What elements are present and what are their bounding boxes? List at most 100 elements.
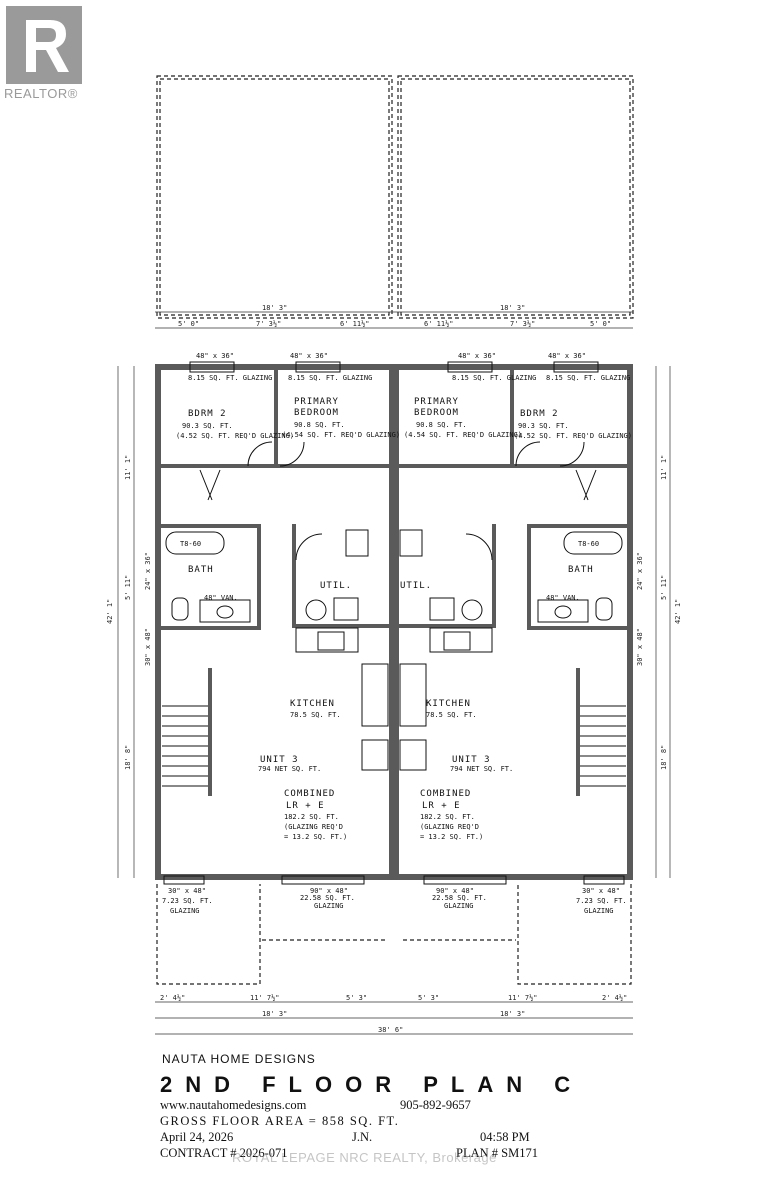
req1-lr-left: (GLAZING REQ'D [284,823,343,831]
dim-right-lower: 18' 8" [660,745,668,770]
room-bath-left: BATH [188,565,214,575]
dim-top-left-seg-3: 6' 11½" [340,320,370,328]
dim-top-right-seg-2: 7' 3½" [510,320,535,328]
range-left [317,631,345,651]
closet-bifold-right [575,469,597,501]
fridge-right [399,739,427,771]
room-bdrm2-right: BDRM 2 [520,409,559,419]
glazing-primary-right: 8.15 SQ. FT. GLAZING [452,374,536,382]
door-util-right [465,533,493,561]
garage-inner-right [400,78,631,316]
dim-bottom-right-each: 18' 3" [500,1010,525,1018]
room-lr2-right: LR + E [422,801,461,811]
area-kitchen-right: 78.5 SQ. FT. [426,711,477,719]
garage-inner-left [159,78,390,316]
wall-bath-side-left [257,524,261,630]
wall-right [627,364,633,880]
counter-left [295,627,359,653]
vanity-right [537,599,589,623]
dim-left-overall: 42' 1" [106,599,114,624]
win-label-bottom-3: GLAZING [444,902,474,910]
realtor-r-icon [26,20,69,72]
wall-bath-bottom-right [527,626,627,630]
water-heater-right [461,599,483,621]
win-area-bottom-3: 22.58 SQ. FT. [432,894,487,902]
counter-side-right [399,663,427,727]
dim-bottom-left-seg-3: 5' 3" [346,994,367,1002]
gross-floor-area: GROSS FLOOR AREA = 858 SQ. FT. [160,1114,400,1128]
room-primary1-left: PRIMARY [294,397,339,407]
area-bdrm2-right: 90.3 SQ. FT. [518,422,569,430]
room-bdrm2-left: BDRM 2 [188,409,227,419]
garage-outline-right [397,75,634,319]
drawing-date: April 24, 2026 [160,1130,234,1144]
dim-right-overall: 42' 1" [674,599,682,624]
sink-left [216,605,234,619]
wall-bath-top-left [161,524,261,528]
wall-util-right [492,524,496,628]
dim-top-left-seg-2: 7' 3½" [256,320,281,328]
window-bottom-3 [423,875,507,885]
counter-side-left [361,663,389,727]
wall-stair-right [576,668,580,796]
req1-lr-right: (GLAZING REQ'D [420,823,479,831]
drafter-initials: J.N. [352,1130,373,1144]
range-right [443,631,471,651]
room-primary2-left: BEDROOM [294,408,339,418]
room-kitchen-left: KITCHEN [290,699,335,709]
dim-top-left-seg-1: 5' 0" [178,320,199,328]
window-top-2 [295,361,341,373]
bathtub-right [563,531,623,555]
party-wall [389,364,399,880]
stairs-left [162,705,208,787]
glazing-bdrm2-left: 8.15 SQ. FT. GLAZING [188,374,272,382]
counter-right [429,627,493,653]
drawing-title: 2ND FLOOR PLAN C [160,1072,584,1097]
win-size-bottom-4: 30" x 48" [582,887,620,895]
wall-stair-left [208,668,212,796]
dim-bottom-right-seg-3: 2' 4½" [602,994,627,1002]
req-bdrm2-left: (4.52 SQ. FT. REQ'D GLAZING) [176,432,294,440]
closet-bifold-left [199,469,221,501]
tub-label-right: T8-60 [578,540,599,548]
req2-lr-right: = 13.2 SQ. FT.) [420,833,483,841]
dim-bottom-total: 38' 6" [378,1026,403,1034]
area-bdrm2-left: 90.3 SQ. FT. [182,422,233,430]
dim-top-left-overall: 18' 3" [262,304,287,312]
win-area-bottom-4: 7.23 SQ. FT. [576,897,627,905]
glazing-bdrm2-right: 8.15 SQ. FT. GLAZING [546,374,630,382]
wall-left [155,364,161,880]
area-lr-left: 182.2 SQ. FT. [284,813,339,821]
dim-right-mid: 5' 11" [660,575,668,600]
window-top-3 [447,361,493,373]
win-size-bottom-1: 30" x 48" [168,887,206,895]
vanity-left [199,599,251,623]
door-primary-right [515,441,541,467]
window-bottom-4 [583,875,625,885]
window-bottom-1 [163,875,205,885]
window-size-top-1: 48" x 36" [196,352,234,360]
area-kitchen-left: 78.5 SQ. FT. [290,711,341,719]
win-size-bottom-3: 90" x 48" [436,887,474,895]
room-lr1-right: COMBINED [420,789,471,799]
shower-left [345,529,369,557]
dim-right-window-24: 24" x 36" [636,552,644,590]
win-label-bottom-1: GLAZING [170,907,200,915]
dim-bottom-right-seg-1: 5' 3" [418,994,439,1002]
plan-number: PLAN # SM171 [456,1146,538,1160]
contract-number: CONTRACT # 2026-071 [160,1146,288,1160]
dim-left-upper: 11' 1" [124,455,132,480]
req-primary-right: (4.54 SQ. FT. REQ'D GLAZING) [404,431,522,439]
dim-top-right-overall: 18' 3" [500,304,525,312]
sink-right [554,605,572,619]
area-lr-right: 182.2 SQ. FT. [420,813,475,821]
area-primary-left: 90.8 SQ. FT. [294,421,345,429]
win-area-bottom-2: 22.58 SQ. FT. [300,894,355,902]
wall-bdrm-divider-right [510,370,514,466]
room-primary2-right: BEDROOM [414,408,459,418]
win-area-bottom-1: 7.23 SQ. FT. [162,897,213,905]
dim-left-window-24: 24" x 36" [144,552,152,590]
room-util-left: UTIL. [320,581,352,591]
vanity-label-right: 48" VAN. [546,594,580,602]
room-util-right: UTIL. [400,581,432,591]
